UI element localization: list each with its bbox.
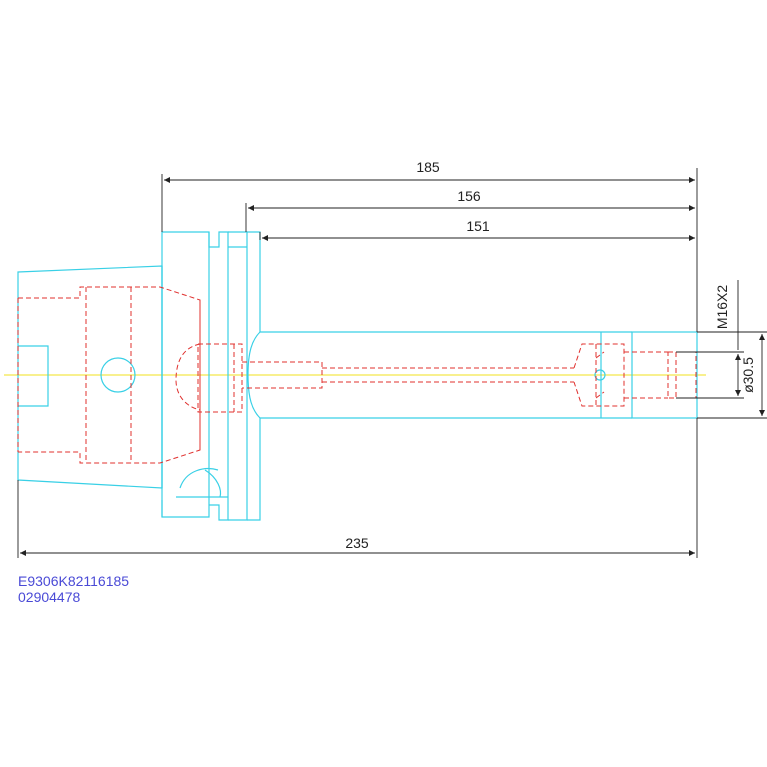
holder-outline: [17, 231, 698, 521]
dim-diameter-label: ø30.5: [740, 357, 756, 393]
dim-156-label: 156: [457, 188, 481, 204]
dim-thread-label: M16X2: [714, 285, 730, 330]
order-code-line: 02904478: [18, 589, 81, 605]
part-code-block: E9306K82116185 02904478: [18, 573, 129, 605]
part-code-line: E9306K82116185: [18, 573, 130, 589]
dim-185-label: 185: [416, 159, 440, 175]
hidden-lines: [17, 286, 697, 464]
dim-151-label: 151: [466, 218, 490, 234]
dim-235-label: 235: [345, 535, 369, 551]
dimension-lines: [17, 168, 767, 558]
